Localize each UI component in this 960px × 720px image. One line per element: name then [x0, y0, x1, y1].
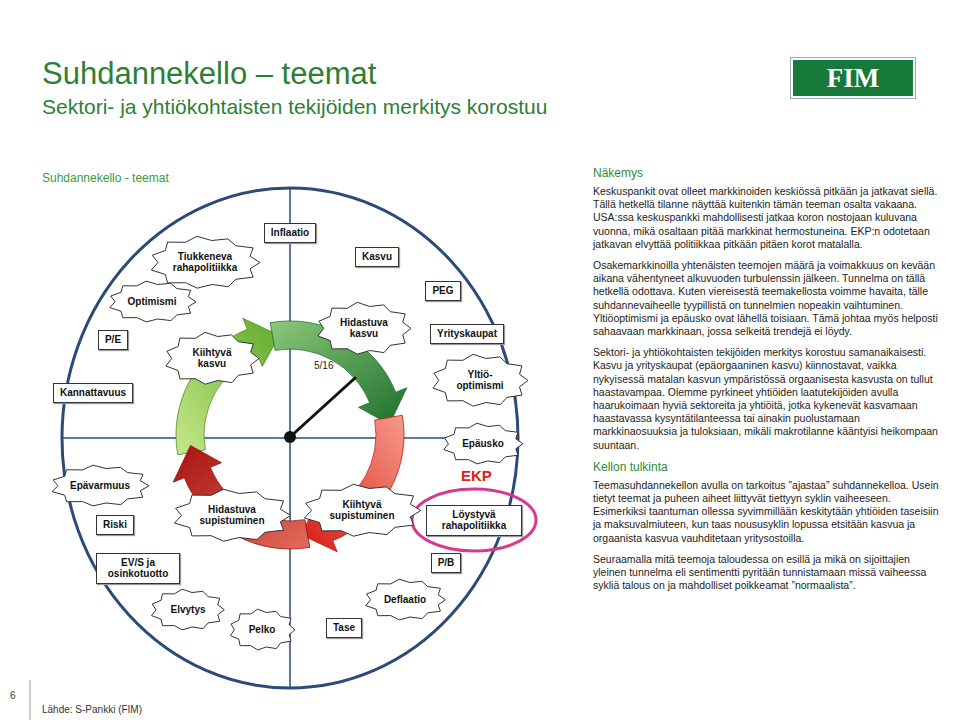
- theme-starburst: Hidastuva supistuminen: [172, 489, 292, 542]
- clock-pivot: [284, 431, 296, 443]
- theme-text: Epäusko: [462, 438, 504, 450]
- starburst-shape: [433, 354, 528, 406]
- starburst-shape: [444, 423, 523, 464]
- ecb-marker: EKP: [461, 467, 492, 484]
- body-paragraph: Sektori- ja yhtiökohtaisten tekijöiden m…: [593, 346, 945, 452]
- theme-text: Yrityskaupat: [437, 328, 497, 340]
- theme-text: P/E: [105, 334, 121, 346]
- theme-text: Hidastuva kasvu: [336, 317, 392, 340]
- body-paragraph: Teemasuhdannekellon avulla on tarkoitus …: [593, 479, 945, 545]
- theme-box: Inflaatio: [264, 223, 316, 243]
- theme-starburst: Pelko: [229, 609, 296, 651]
- theme-box: PEG: [425, 281, 460, 301]
- theme-text: Tase: [333, 622, 355, 634]
- theme-text: FIM: [827, 60, 879, 96]
- theme-box: Yrityskaupat: [430, 324, 504, 344]
- logo-box: FIM: [791, 58, 915, 98]
- theme-box: Riski: [96, 515, 134, 535]
- starburst-shape: [151, 236, 260, 288]
- theme-box: Kasvu: [355, 247, 399, 267]
- starburst-shape: [174, 489, 290, 541]
- theme-text: Hidastuva supistuminen: [192, 504, 272, 527]
- theme-starburst: Epävarmuus: [50, 465, 150, 507]
- theme-starburst: Optimismi: [108, 281, 197, 323]
- starburst-shape: [52, 465, 149, 506]
- theme-text: Yltiö- optimismi: [451, 369, 509, 392]
- source-note: Lähde: S-Pankki (FIM): [42, 704, 142, 715]
- theme-text: Deflaatio: [384, 594, 426, 606]
- page-number: 6: [10, 690, 16, 701]
- theme-text: Optimismi: [128, 296, 177, 308]
- starburst-shape: [304, 484, 420, 536]
- theme-text: Kiihtyvä kasvu: [184, 347, 240, 370]
- starburst-shape: [109, 281, 195, 322]
- body-paragraph: Keskuspankit ovat olleet markkinoiden ke…: [593, 185, 945, 251]
- theme-box: EV/S ja osinkotuotto: [96, 553, 180, 584]
- slide-title: Suhdannekello – teemat: [42, 56, 376, 92]
- clock-hand: [290, 378, 355, 437]
- theme-box: P/B: [431, 553, 462, 573]
- theme-starburst: Tiukkeneva rahapolitiikka: [149, 236, 261, 289]
- theme-text: Tiukkeneva rahapolitiikka: [169, 251, 241, 274]
- theme-box: Kannattavuus: [53, 383, 133, 403]
- theme-text: Kiihtyvä supistuminen: [322, 499, 402, 522]
- body-paragraph: Osakemarkkinoilla yhtenäisten teemojen m…: [593, 259, 945, 338]
- section-heading: Kellon tulkinta: [593, 460, 945, 474]
- theme-starburst: Deflaatio: [364, 579, 446, 621]
- body-paragraph: Seuraamalla mitä teemoja taloudessa on e…: [593, 553, 945, 593]
- theme-text: Riski: [103, 519, 127, 531]
- theme-text: PEG: [432, 285, 453, 297]
- theme-text: Löystyvä rahapolitiikka: [433, 509, 515, 532]
- theme-text: EV/S ja osinkotuotto: [103, 557, 173, 580]
- starburst-shape: [318, 302, 411, 354]
- theme-text: Inflaatio: [271, 227, 309, 239]
- starburst-shape: [152, 589, 225, 630]
- starburst-shape: [166, 332, 259, 384]
- theme-starburst: Hidastuva kasvu: [316, 302, 412, 355]
- text-column: NäkemysKeskuspankit ovat olleet markkino…: [593, 166, 945, 600]
- clock-position: 5/16: [314, 360, 333, 371]
- theme-text: Kannattavuus: [60, 387, 126, 399]
- theme-text: Pelko: [249, 624, 276, 636]
- footer-rule: [30, 680, 31, 720]
- theme-starburst: Yltiö- optimismi: [431, 354, 529, 407]
- starburst-shape: [230, 609, 295, 650]
- highlight-ellipse: [412, 489, 536, 551]
- section-heading: Näkemys: [593, 166, 945, 180]
- theme-starburst: Epäusko: [442, 423, 524, 465]
- theme-starburst: Elvytys: [150, 589, 225, 631]
- cycle-arrow: [173, 446, 310, 550]
- theme-text: Epävarmuus: [70, 480, 130, 492]
- theme-box: Tase: [326, 618, 362, 638]
- theme-box: P/E: [98, 330, 128, 350]
- theme-starburst: Kiihtyvä supistuminen: [302, 484, 422, 537]
- panel-heading: Suhdannekello - teemat: [42, 171, 169, 185]
- slide-subtitle: Sektori- ja yhtiökohtaisten tekijöiden m…: [42, 95, 547, 119]
- theme-text: Kasvu: [362, 251, 392, 263]
- theme-starburst: Kiihtyvä kasvu: [164, 332, 260, 385]
- starburst-shape: [366, 579, 446, 620]
- theme-text: P/B: [438, 557, 455, 569]
- theme-text: Elvytys: [170, 604, 205, 616]
- theme-box: Löystyvä rahapolitiikka: [426, 505, 522, 536]
